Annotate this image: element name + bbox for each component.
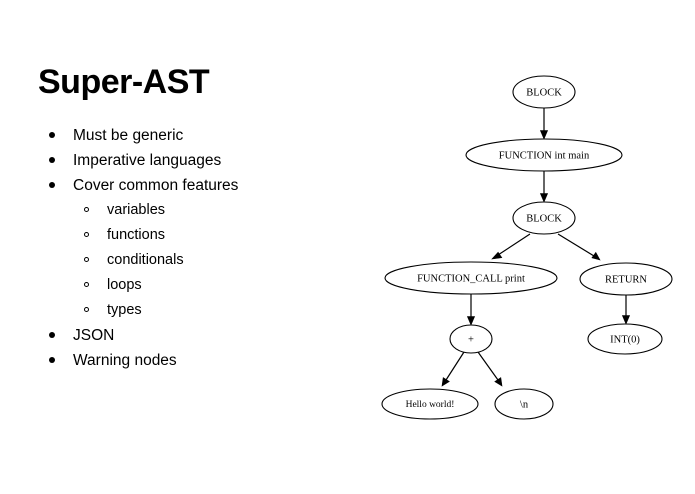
list-item: functions [38,223,358,248]
ast-node-label: BLOCK [526,213,562,224]
ast-node-label: RETURN [605,274,647,285]
ast-node-label: + [468,334,474,345]
ast-node-int-zero[interactable]: INT(0) [587,323,663,355]
ast-node-label: BLOCK [526,87,562,98]
edge-plus-to-hello-world [441,351,465,387]
hollow-circle-icon [84,282,89,288]
filled-dot-icon [49,332,55,339]
ast-node-block-root[interactable]: BLOCK [512,75,576,109]
list-item: JSON [38,323,358,348]
ast-node-function-call[interactable]: FUNCTION_CALL print [384,261,558,295]
filled-dot-icon [49,182,55,189]
bullet-label: Cover common features [73,177,239,195]
list-item: types [38,298,358,323]
sub-bullet-label: types [107,302,142,319]
list-item: Cover common features [38,173,358,198]
ast-node-plus[interactable]: + [449,324,493,354]
bullet-label: Must be generic [73,127,184,145]
edge-function-main-to-block-body [539,171,549,203]
graph-edges [441,108,631,387]
ast-node-label: \n [520,399,529,410]
ast-node-function-main[interactable]: FUNCTION int main [465,138,623,172]
hollow-circle-icon [84,232,89,238]
ast-node-label: FUNCTION int main [499,150,590,161]
bullet-label: JSON [73,327,115,345]
edge-plus-to-newline [477,351,503,387]
edge-function-call-to-plus [466,294,476,326]
hollow-circle-icon [84,257,89,263]
sub-bullet-label: functions [107,227,166,244]
bullet-label: Warning nodes [73,352,177,370]
sub-bullet-label: conditionals [107,252,184,269]
ast-node-label: FUNCTION_CALL print [417,273,525,284]
sub-bullet-label: loops [107,277,142,294]
ast-node-return[interactable]: RETURN [579,262,673,296]
ast-node-label: INT(0) [610,334,640,345]
bullet-list: Must be generic Imperative languages Cov… [38,123,358,373]
ast-diagram: BLOCK FUNCTION int main BLOCK FUNCTION_C… [370,60,690,440]
list-item: Warning nodes [38,348,358,373]
ast-node-newline[interactable]: \n [494,388,554,420]
edge-return-to-int-zero [621,295,631,325]
ast-node-block-body[interactable]: BLOCK [512,201,576,235]
sub-bullet-label: variables [107,202,166,219]
edge-block-body-to-return [557,233,601,261]
ast-node-hello-world[interactable]: Hello world! [381,388,479,420]
bullet-label: Imperative languages [73,152,222,170]
page-title: Super-AST [38,63,210,101]
hollow-circle-icon [84,207,89,213]
sub-bullet-list: variables functions conditionals loops [38,198,358,323]
slide-text-column: Super-AST Must be generic Imperative lan… [38,63,358,373]
edge-block-body-to-function-call [491,233,531,260]
list-item: loops [38,273,358,298]
sub-list-container: variables functions conditionals loops [38,198,358,323]
list-item: Must be generic [38,123,358,148]
filled-dot-icon [49,357,55,364]
list-item: variables [38,198,358,223]
filled-dot-icon [49,132,55,139]
filled-dot-icon [49,157,55,164]
list-item: conditionals [38,248,358,273]
edge-block-root-to-function-main [539,108,549,140]
list-item: Imperative languages [38,148,358,173]
hollow-circle-icon [84,307,89,313]
ast-node-label: Hello world! [406,400,455,410]
graph-nodes: BLOCK FUNCTION int main BLOCK FUNCTION_C… [381,75,673,420]
